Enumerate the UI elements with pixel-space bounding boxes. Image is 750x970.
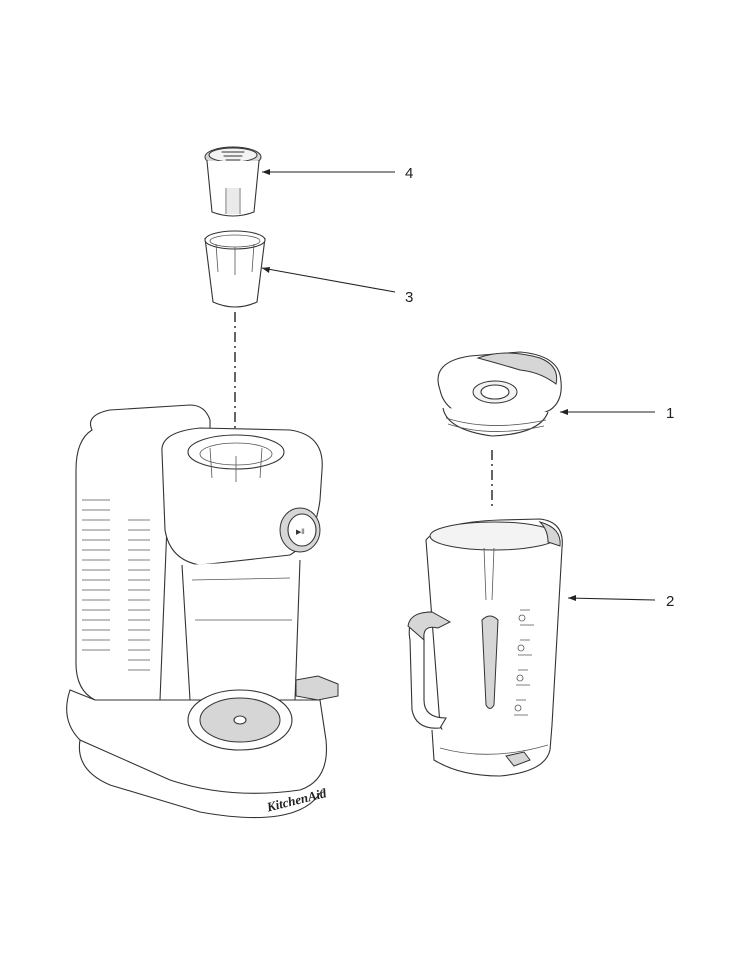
part-1-lid [437, 351, 562, 437]
part-3-insert [204, 230, 266, 308]
blender-base: ▶ll KitchenAid [66, 404, 339, 819]
part-2-pitcher [407, 518, 563, 777]
part-4-cap [204, 146, 262, 217]
callout-label-3: 3 [405, 289, 413, 306]
callout-4: 4 [262, 165, 413, 182]
callout-label-4: 4 [405, 165, 413, 182]
control-knob: ▶ll [279, 507, 321, 553]
callout-2: 2 [567, 593, 674, 610]
svg-text:▶ll: ▶ll [296, 529, 305, 536]
volume-graduations [514, 609, 534, 716]
side-vents [82, 499, 150, 671]
callout-3: 3 [261, 267, 413, 306]
callout-label-1: 1 [666, 405, 674, 422]
callout-label-2: 2 [666, 593, 674, 610]
callout-1: 1 [560, 405, 674, 422]
